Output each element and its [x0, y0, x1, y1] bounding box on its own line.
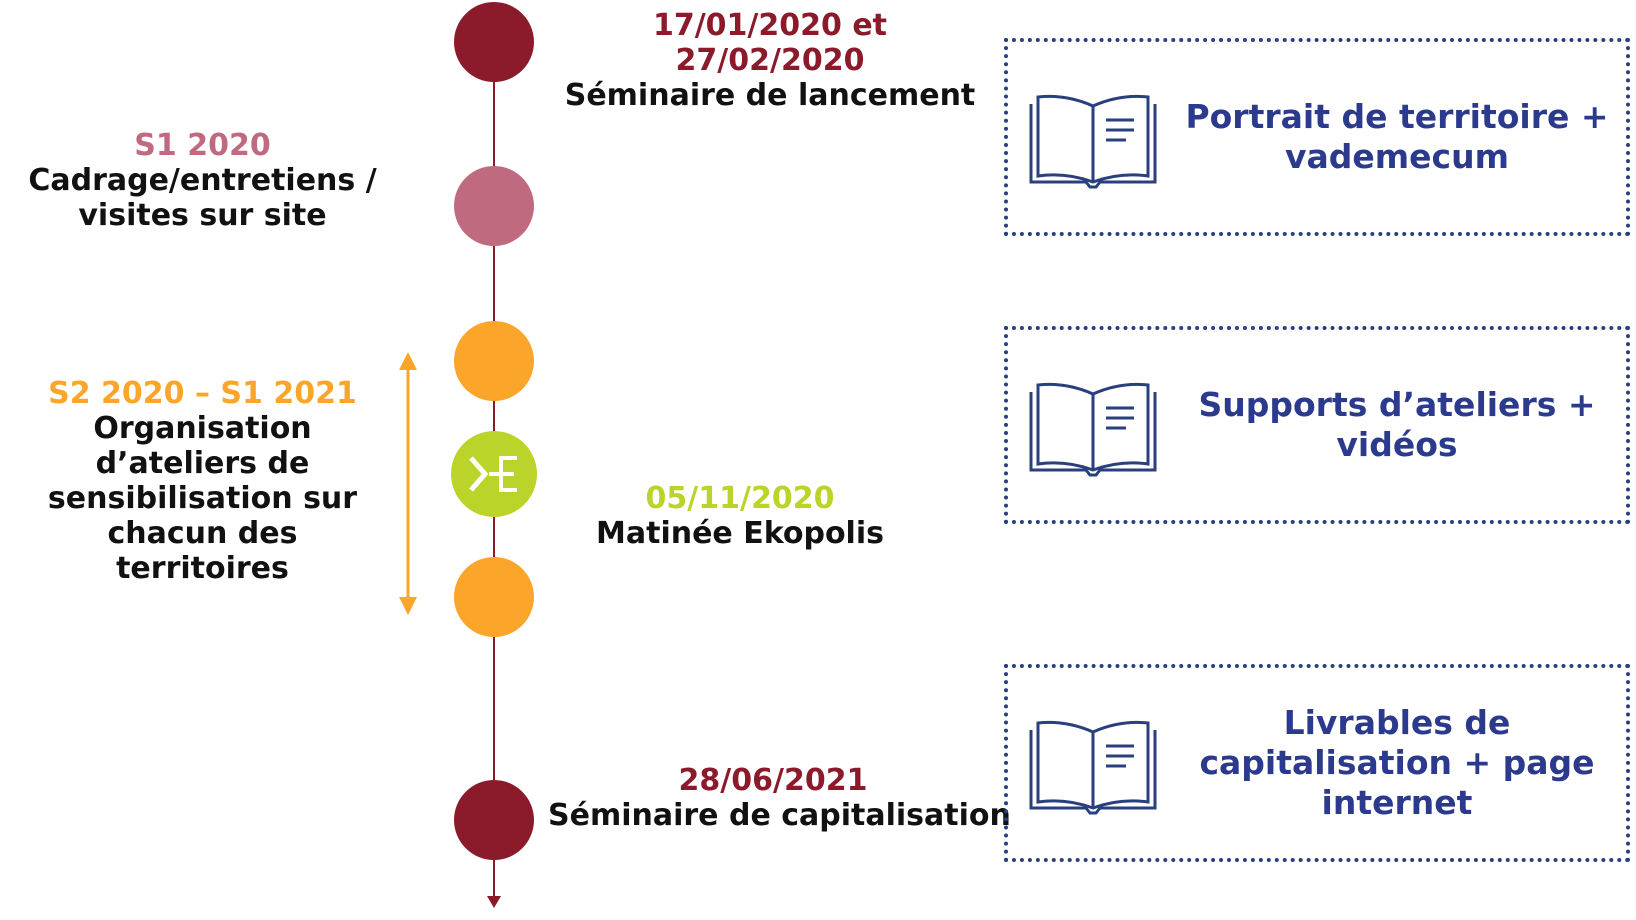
- event-capitalisation-date: 28/06/2021: [678, 763, 868, 798]
- event-capitalisation-title: Séminaire de capitalisation: [548, 798, 1011, 833]
- book-icon: [1028, 718, 1158, 818]
- event-ekopolis-title: Matinée Ekopolis: [596, 516, 884, 551]
- ekopolis-logo-icon: [451, 431, 537, 517]
- event-launch: 17/01/2020 et 27/02/2020 Séminaire de la…: [555, 8, 985, 113]
- deliverable-label: Portrait de territoire + vademecum: [1185, 97, 1609, 176]
- event-ekopolis: 05/11/2020 Matinée Ekopolis: [545, 481, 935, 551]
- milestone-dot-s1: [454, 166, 534, 246]
- event-launch-date: 17/01/2020 et 27/02/2020: [652, 8, 888, 78]
- phase-range-arrow-up: [399, 352, 417, 370]
- deliverable-box-supports: Supports d’ateliers + vidéos: [1004, 326, 1630, 524]
- book-icon: [1028, 92, 1158, 192]
- milestone-dot-workshop-end: [454, 557, 534, 637]
- phase-s1-description: Cadrage/entretiens / visites sur site: [28, 163, 377, 233]
- deliverable-label: Supports d’ateliers + vidéos: [1198, 385, 1596, 464]
- milestone-dot-capitalisation: [454, 780, 534, 860]
- book-icon: [1028, 380, 1158, 480]
- milestone-dot-launch: [454, 2, 534, 82]
- event-ekopolis-date: 05/11/2020: [645, 481, 835, 516]
- timeline-arrowhead: [487, 896, 501, 908]
- event-launch-title: Séminaire de lancement: [564, 78, 976, 113]
- phase-workshops: S2 2020 – S1 2021 Organisation d’atelier…: [10, 376, 395, 586]
- deliverable-box-portrait: Portrait de territoire + vademecum: [1004, 38, 1630, 236]
- milestone-dot-workshop-start: [454, 321, 534, 401]
- phase-workshops-description: Organisation d’ateliers de sensibilisati…: [47, 411, 358, 586]
- phase-range-arrow-down: [399, 597, 417, 615]
- phase-s1-period: S1 2020: [134, 128, 271, 163]
- event-capitalisation: 28/06/2021 Séminaire de capitalisation: [548, 763, 1011, 833]
- deliverable-box-livrables: Livrables de capitalisation + page inter…: [1004, 664, 1630, 862]
- phase-workshops-period: S2 2020 – S1 2021: [48, 376, 357, 411]
- phase-s1: S1 2020 Cadrage/entretiens / visites sur…: [10, 128, 395, 233]
- deliverable-label: Livrables de capitalisation + page inter…: [1199, 703, 1595, 822]
